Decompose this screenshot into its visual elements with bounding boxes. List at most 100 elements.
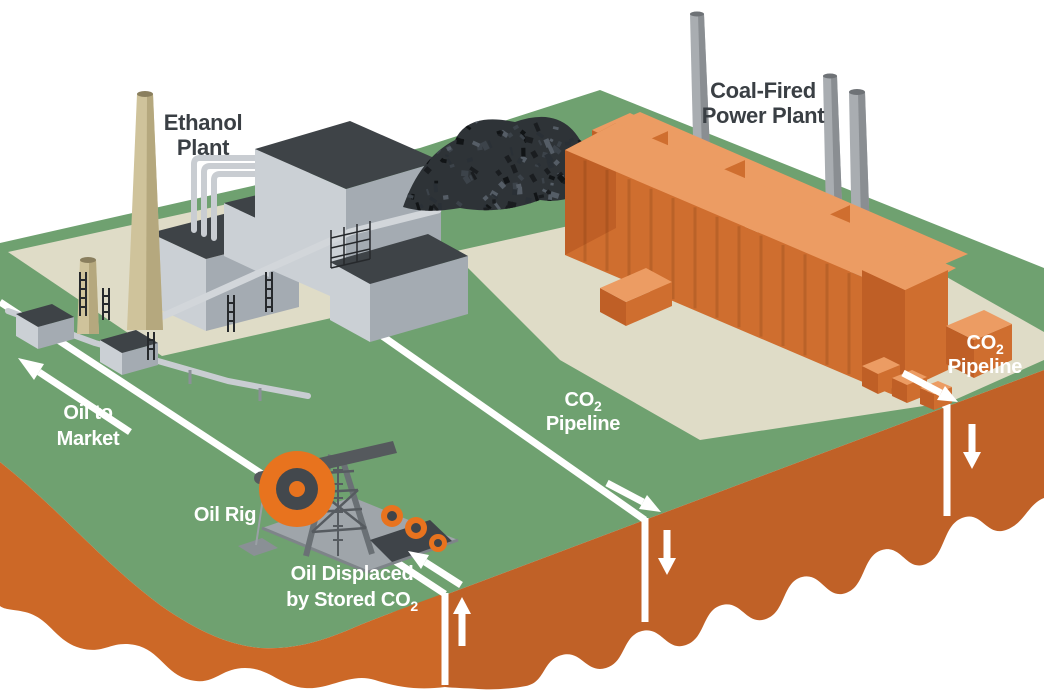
coal-speckle [429, 196, 438, 204]
coal-speckle [533, 192, 540, 202]
coal-speckle [519, 134, 526, 141]
co2-pipeline-right-label-line1: CO2 [967, 332, 1004, 357]
coal-speckle [406, 194, 414, 199]
ethanol-plant-label-line2: Plant [177, 135, 230, 160]
flow-arrows [18, 358, 958, 588]
co2-pipeline-center-label-line1: CO2 [565, 389, 602, 414]
coal-speckle [521, 147, 526, 157]
coal-speckle [507, 132, 514, 139]
co2-pipeline-center-label-line2: Pipeline [546, 413, 620, 435]
coal-speckle [552, 126, 559, 131]
coal-speckle [438, 203, 443, 211]
coal-speckle [529, 173, 538, 183]
coal-speckle [548, 174, 556, 181]
ethanol-plant-label-line1: Ethanol [164, 110, 243, 135]
labels: Ethanol Plant Coal-Fired Power Plant CO2… [57, 78, 1023, 614]
coal-plant-label-line1: Coal-Fired [710, 78, 816, 103]
coal-speckle [442, 194, 449, 200]
oil-displaced-line2-text: by Stored CO [286, 589, 410, 611]
coal-speckle [419, 203, 424, 209]
coal-speckle [470, 171, 478, 181]
ethanol-building-front [330, 234, 468, 342]
coal-speckle [547, 145, 555, 155]
coal-speckle [485, 203, 492, 210]
coal-speckle [445, 154, 449, 158]
coal-speckle [543, 138, 552, 148]
power-plant-annex [600, 268, 672, 326]
coal-speckle [455, 200, 463, 208]
coal-speckle [446, 158, 452, 165]
coal-speckle [525, 197, 532, 204]
coal-speckle [506, 200, 517, 209]
coal-speckle [512, 124, 520, 131]
coal-speckle [434, 180, 439, 184]
oil-rig-label: Oil Rig [194, 504, 256, 526]
coal-speckle [497, 130, 504, 137]
well-anchor-pad [238, 538, 278, 556]
coal-speckle [446, 146, 452, 152]
coal-plant-label-line2: Power Plant [702, 103, 826, 128]
coal-speckle [556, 140, 563, 148]
coal-speckle [480, 140, 490, 151]
oil-displaced-line2-sub: 2 [410, 598, 418, 614]
oil-displaced-label-line2: by Stored CO2 [286, 589, 418, 614]
coal-speckle [549, 191, 560, 199]
coal-speckle [557, 174, 566, 183]
coal-speckle [550, 182, 554, 186]
ethanol-plant [5, 91, 468, 401]
coal-speckle [517, 174, 525, 182]
coal-speckle [564, 141, 571, 146]
coal-speckle [498, 181, 507, 190]
coal-speckle [496, 130, 501, 135]
oil-to-market-label-line2: Market [57, 428, 120, 450]
power-plant-tower-4 [862, 250, 948, 390]
coal-speckle [462, 175, 472, 185]
coal-speckle [495, 169, 503, 177]
counterweight-wheel [259, 451, 335, 527]
coal-speckle [469, 174, 474, 181]
soil-face-right [445, 370, 1044, 690]
coal-speckle [537, 139, 543, 146]
coal-speckle [449, 163, 455, 169]
coal-speckle [487, 140, 493, 149]
coal-speckle [466, 157, 474, 163]
co2-pipeline-center [345, 309, 648, 523]
oil-up-arrow-icon [453, 597, 471, 646]
coal-speckle [460, 170, 469, 177]
coal-speckle [533, 122, 541, 133]
pump-motor-unit [370, 505, 452, 562]
power-plant-block-right [946, 310, 1012, 378]
co2-right-sub: 2 [996, 341, 1004, 357]
oil-to-market-label-line1: Oil to [63, 402, 112, 424]
coal-speckle [494, 202, 501, 211]
co2-right-arrow-icon [901, 369, 958, 402]
co2-center-chem: CO [565, 389, 594, 411]
diagonal-pipe [146, 206, 442, 326]
coal-speckle [534, 164, 540, 168]
coal-speckle [471, 140, 481, 148]
coal-speckle [537, 162, 542, 167]
coal-speckle [553, 159, 560, 167]
coal-speckle [556, 171, 564, 178]
hopper-box-b [100, 330, 158, 375]
oil-displaced-arrow-icon [408, 551, 463, 588]
coal-speckle [530, 150, 539, 159]
coal-speckle [492, 199, 496, 204]
platform-edge [261, 526, 459, 574]
coal-speckle [483, 207, 490, 211]
hopper-box-a [16, 304, 74, 349]
coal-speckle [490, 193, 499, 200]
coal-speckle [543, 167, 551, 175]
co2-right-chem: CO [967, 332, 996, 354]
ethanol-smokestack [127, 91, 163, 330]
soil-face-left [0, 462, 445, 689]
coal-speckle [415, 202, 421, 211]
coal-speckle [519, 129, 527, 136]
coal-speckle [482, 195, 489, 202]
ladders [79, 272, 273, 360]
coal-speckle [433, 183, 438, 193]
coal-speckle [502, 176, 511, 185]
coal-speckle [431, 203, 440, 211]
